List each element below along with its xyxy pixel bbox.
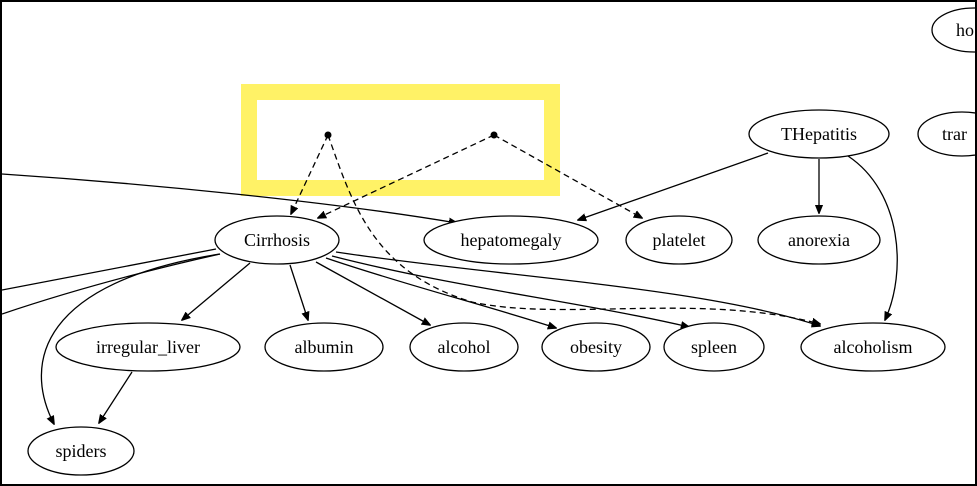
edge-point-b-to-platelet (493, 134, 642, 218)
node-tra[interactable]: trar (917, 111, 975, 157)
edge-point-b-to-cirrhosis (318, 134, 495, 218)
hidden-point-node-a (324, 131, 332, 139)
svg-text:irregular_liver: irregular_liver (96, 337, 200, 357)
edge-point-a-to-alcoholism (327, 134, 820, 324)
svg-text:albumin: albumin (295, 337, 354, 357)
edge-offscreen-to-cirrhosis-1 (2, 248, 217, 291)
edge-cirrhosis-to-alcoholism (335, 251, 820, 326)
nodes: ho trar THepatitis Cirrhosis hepatomegal… (27, 7, 975, 476)
node-alcoholism[interactable]: alcoholism (800, 322, 946, 372)
edge-cirrhosis-to-obesity (325, 257, 556, 328)
edge-cirrhosis-to-irregular-liver (182, 262, 251, 320)
svg-text:platelet: platelet (653, 230, 706, 250)
node-obesity[interactable]: obesity (541, 322, 651, 372)
node-spiders[interactable]: spiders (27, 426, 135, 476)
edge-cirrhosis-to-albumin (289, 264, 308, 320)
edge-cirrhosis-to-alcohol (315, 261, 430, 325)
svg-text:anorexia: anorexia (788, 230, 850, 250)
edge-thepatitis-to-alcoholism (847, 155, 898, 320)
svg-text:alcohol: alcohol (438, 337, 491, 357)
svg-text:Cirrhosis: Cirrhosis (244, 230, 310, 250)
edge-thepatitis-to-hepatomegaly (578, 152, 769, 220)
node-ho[interactable]: ho (931, 7, 975, 53)
highlight-selection-box (241, 84, 560, 196)
edge-irregular-liver-to-spiders (99, 371, 133, 423)
svg-text:obesity: obesity (570, 337, 622, 357)
svg-text:ho: ho (956, 20, 974, 40)
edge-point-a-to-cirrhosis (291, 134, 329, 214)
edge-offscreen-to-hepatomegaly (2, 173, 457, 223)
edge-cirrhosis-to-spiders (40, 253, 221, 424)
node-spleen[interactable]: spleen (663, 322, 765, 372)
svg-text:alcoholism: alcoholism (834, 337, 913, 357)
node-alcohol[interactable]: alcohol (409, 322, 519, 372)
node-irregular-liver[interactable]: irregular_liver (55, 322, 241, 372)
svg-text:spleen: spleen (691, 337, 737, 357)
node-hepatomegaly[interactable]: hepatomegaly (423, 215, 599, 265)
node-albumin[interactable]: albumin (264, 322, 384, 372)
edges (2, 134, 898, 424)
svg-text:trar: trar (942, 124, 967, 144)
svg-text:spiders: spiders (56, 441, 107, 461)
node-cirrhosis[interactable]: Cirrhosis (214, 215, 340, 265)
edge-offscreen-to-cirrhosis-2 (2, 253, 221, 315)
hidden-point-node-b (490, 131, 498, 139)
node-platelet[interactable]: platelet (625, 215, 733, 265)
edge-cirrhosis-to-spleen (331, 255, 689, 327)
svg-text:THepatitis: THepatitis (781, 124, 857, 144)
node-thepatitis[interactable]: THepatitis (748, 109, 890, 159)
svg-text:hepatomegaly: hepatomegaly (461, 230, 562, 250)
node-anorexia[interactable]: anorexia (757, 215, 881, 265)
